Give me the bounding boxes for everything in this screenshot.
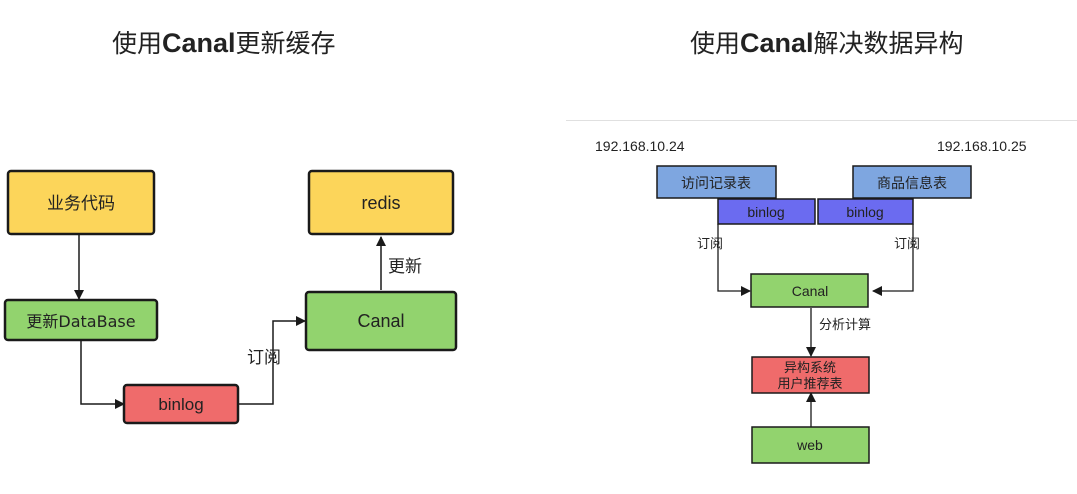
left-diagram: 业务代码 更新DataBase binlog Canal redis 订阅 更新 [3,169,458,425]
node-binlog: binlog [122,383,240,425]
right-title-suffix: 解决数据异构 [813,29,964,58]
edge-binlog-to-canal [238,316,306,405]
node-canal-right-label: Canal [792,283,829,299]
node-goods-table: 商品信息表 [852,165,972,199]
node-canal-right: Canal [750,273,869,308]
node-binlog-label: binlog [158,395,203,414]
node-web: web [751,426,870,464]
node-binlog-left-label: binlog [747,204,784,220]
node-visit-table-label: 访问记录表 [681,176,751,192]
node-biz-code-label: 业务代码 [47,194,115,214]
edge-binlog-left-to-canal [717,224,751,296]
node-canal-label: Canal [357,311,404,331]
node-binlog-left: binlog [717,198,816,225]
left-title-suffix: 更新缓存 [235,29,336,58]
edge-label-subscribe-right: 订阅 [894,237,920,252]
node-binlog-right-label: binlog [846,204,883,220]
left-title-prefix: 使用 [112,29,163,58]
left-title-bold: Canal [162,28,236,58]
node-update-db-label: 更新DataBase [26,312,135,331]
left-diagram-title: 使用Canal更新缓存 [112,24,336,60]
edge-binlog-right-to-canal [872,224,914,296]
right-diagram-title: 使用Canal解决数据异构 [690,24,964,60]
node-hetero-line1: 异构系统 [784,361,836,376]
node-canal: Canal [304,290,458,352]
node-update-db: 更新DataBase [3,298,159,342]
ip-left: 192.168.10.24 [595,138,685,154]
edge-label-subscribe: 订阅 [247,348,281,368]
ip-right: 192.168.10.25 [937,138,1027,154]
edge-label-subscribe-left: 订阅 [697,237,723,252]
right-title-prefix: 使用 [690,29,741,58]
edge-db-to-binlog [80,340,125,409]
node-web-label: web [796,437,823,453]
node-visit-table: 访问记录表 [656,165,777,199]
edge-label-analyze: 分析计算 [819,318,871,333]
right-diagram: 192.168.10.24 192.168.10.25 访问记录表 商品信息表 … [595,138,1027,464]
node-hetero-line2: 用户推荐表 [777,376,842,392]
right-title-bold: Canal [740,28,814,58]
node-redis: redis [307,169,455,236]
node-hetero-system: 异构系统 用户推荐表 [751,356,870,394]
edge-label-update: 更新 [388,257,422,277]
node-binlog-right: binlog [817,198,914,225]
node-redis-label: redis [361,193,400,213]
node-goods-table-label: 商品信息表 [877,175,947,192]
node-biz-code: 业务代码 [6,169,156,236]
right-diagram-top-divider [566,120,1077,121]
